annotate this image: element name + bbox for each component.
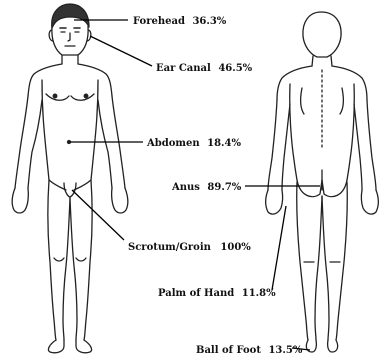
front-left-foot [48,340,64,353]
ear-canal-leader-line [90,36,152,66]
label-abdomen: Abdomen 18.4% [146,138,241,149]
back-body-figure [266,12,379,352]
label-forehead: Forehead 36.3% [133,16,227,27]
back-left-hand [266,190,283,214]
scrotum-groin-leader-line [72,190,124,240]
back-right-hand [361,190,378,214]
label-anus: Anus 89.7% [171,182,242,193]
label-palm-of-hand: Palm of Hand 11.8% [158,288,276,299]
label-ball-of-foot: Ball of Foot 13.5% [196,345,303,356]
front-hair [52,4,89,28]
back-right-foot [328,340,338,352]
front-left-hand [12,188,28,213]
front-right-foot [76,340,92,353]
front-torso [28,64,112,96]
back-head [303,12,341,57]
front-body-figure [12,4,128,353]
label-scrotum-groin: Scrotum/Groin 100% [128,242,251,253]
palm-of-hand-leader-line [272,206,286,290]
label-ear-canal: Ear Canal 46.5% [156,63,253,74]
front-right-hand [112,188,128,213]
